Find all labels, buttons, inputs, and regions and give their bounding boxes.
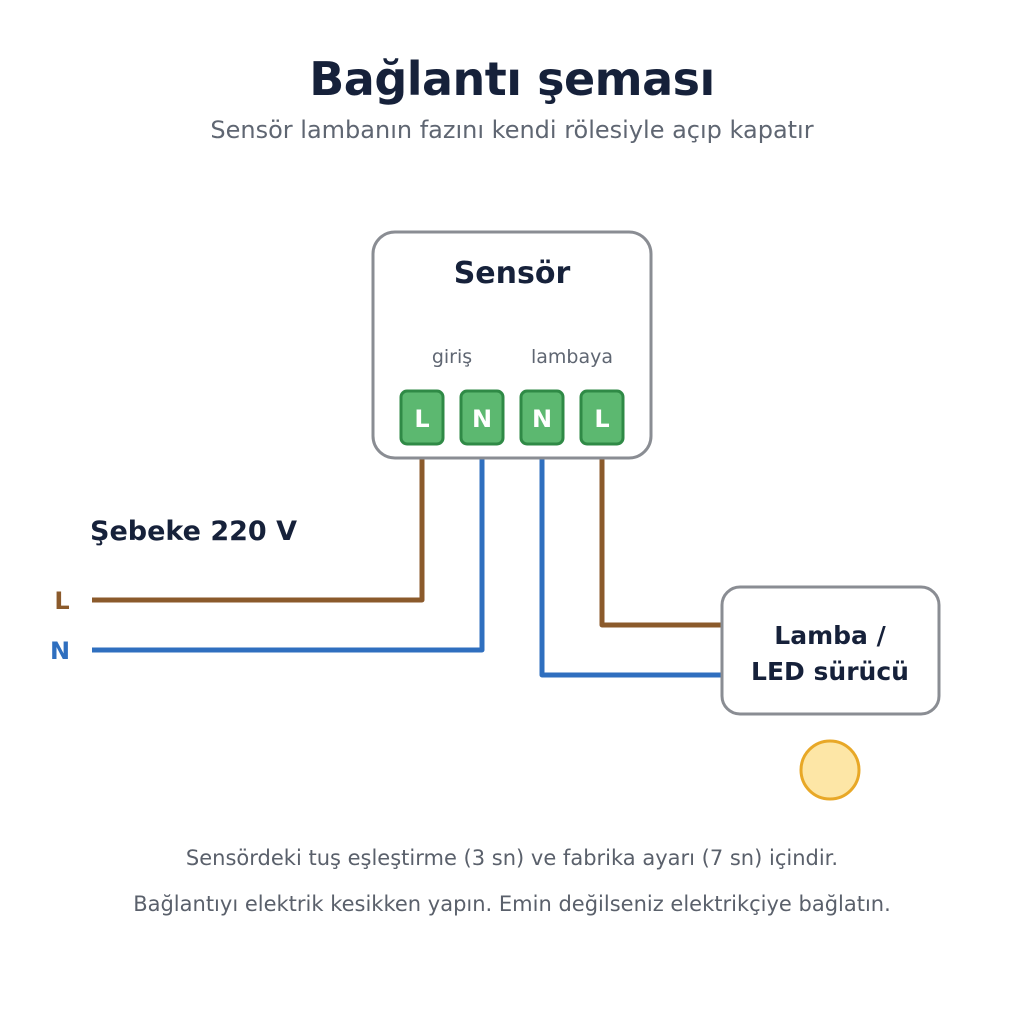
- terminal-label: L: [594, 405, 609, 433]
- page-subtitle: Sensör lambanın fazını kendi rölesiyle a…: [210, 116, 814, 144]
- lamp-label-line2: LED sürücü: [751, 657, 909, 686]
- sensor-box: Sensör giriş lambaya L N N L: [371, 230, 653, 460]
- terminal-label: N: [532, 405, 552, 433]
- terminal-input-line: L: [399, 389, 445, 446]
- bulb-icon: [799, 739, 861, 801]
- sensor-title: Sensör: [454, 256, 571, 291]
- terminal-output-line: L: [579, 389, 625, 446]
- mains-line-label: L: [54, 587, 69, 615]
- mains-neutral-label: N: [50, 637, 70, 665]
- mains-label: Şebeke 220 V: [90, 516, 297, 547]
- wire-lamp-line: [599, 444, 722, 628]
- wire-mains-line: [92, 444, 425, 603]
- sensor-input-label: giriş: [432, 346, 472, 368]
- terminal-output-neutral: N: [519, 389, 565, 446]
- terminal-input-neutral: N: [459, 389, 505, 446]
- wire-lamp-neutral: [539, 444, 722, 678]
- note-button-info: Sensördeki tuş eşleştirme (3 sn) ve fabr…: [185, 846, 839, 870]
- terminal-label: L: [414, 405, 429, 433]
- terminal-label: N: [472, 405, 492, 433]
- wires: [92, 444, 722, 678]
- wire-mains-neutral: [92, 444, 485, 653]
- lamp-label-line1: Lamba /: [774, 621, 886, 650]
- lamp-box: Lamba / LED sürücü: [720, 585, 941, 716]
- page-title: Bağlantı şeması: [309, 52, 715, 106]
- sensor-output-label: lambaya: [531, 346, 613, 368]
- note-safety-warning: Bağlantıyı elektrik kesikken yapın. Emin…: [133, 892, 891, 916]
